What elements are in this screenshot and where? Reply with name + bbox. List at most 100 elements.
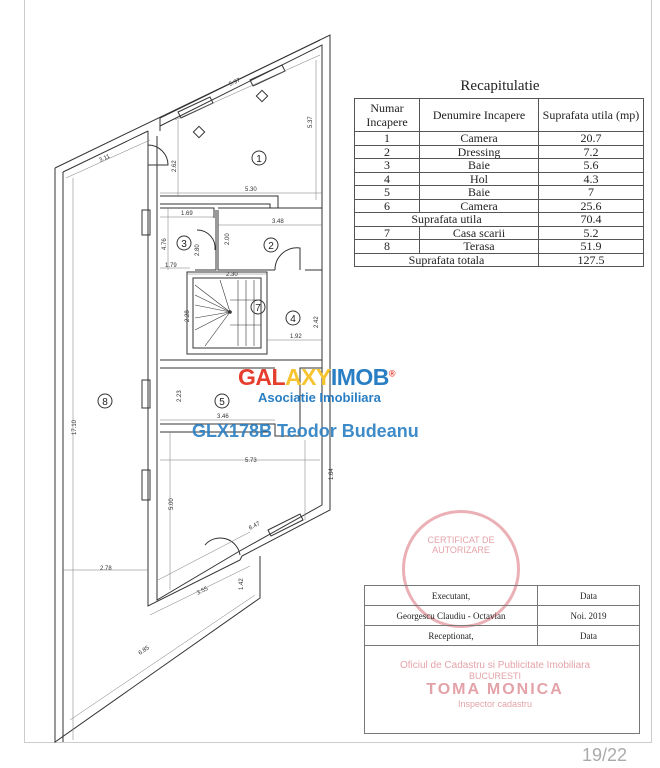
cell-name: Baie — [419, 158, 539, 173]
dimension-label: 2.00 — [225, 233, 231, 245]
office-stamp-line: BUCURESTI — [468, 671, 521, 681]
dimension-label: 2.62 — [172, 160, 178, 172]
cell-name: Terasa — [419, 239, 539, 254]
recap-table: Numar Incapere Denumire Incapere Suprafa… — [354, 98, 644, 267]
cell-nr: 6 — [354, 198, 420, 213]
receptionat-label: Receptionat, — [364, 625, 538, 646]
wall-room1-bottom — [160, 195, 279, 209]
window-room1-north-2 — [249, 64, 286, 87]
dimension-label: 3.11 — [98, 154, 111, 164]
reception-signature-area — [364, 645, 640, 734]
dimension-label: 17.10 — [72, 419, 78, 435]
door-terrace-1 — [147, 144, 169, 166]
page-counter: 19/22 — [582, 745, 628, 765]
room-number: 4 — [290, 314, 296, 325]
cell-area: 7 — [538, 185, 644, 200]
cell-area: 25.6 — [538, 198, 644, 213]
recap-title: Recapitulatie — [460, 78, 540, 94]
room-number: 3 — [181, 239, 187, 250]
cell-name: Dressing — [419, 144, 539, 159]
dimension-label: 1.92 — [290, 334, 302, 340]
staircase-inner — [192, 277, 262, 349]
cell-name: Camera — [419, 198, 539, 213]
dimension-label: 5.30 — [245, 187, 257, 193]
building-outer-wall — [147, 34, 331, 607]
total-value: 127.5 — [538, 252, 644, 267]
dimension-label: 2.78 — [100, 566, 112, 572]
cell-nr: 7 — [354, 225, 420, 240]
cell-nr: 4 — [354, 171, 420, 186]
dimension-label: 1.69 — [181, 211, 193, 217]
dimension-label: 2.28 — [185, 310, 191, 322]
dimension-label: 6.47 — [248, 521, 262, 532]
header-name: Denumire Incapere — [419, 98, 539, 132]
cell-area: 5.6 — [538, 158, 644, 173]
cell-name: Hol — [419, 171, 539, 186]
window-camera6-south — [267, 513, 304, 537]
wall-room3-top — [160, 207, 215, 218]
header-area: Suprafata utila (mp) — [538, 98, 644, 132]
cell-nr: 8 — [354, 239, 420, 254]
terrace-top-inner-wall — [62, 130, 149, 173]
dimension-label: 5.00 — [169, 498, 175, 510]
terrace-outer-wall — [54, 168, 261, 743]
cell-area: 20.7 — [538, 131, 644, 146]
dimension-label: 4.76 — [162, 238, 168, 250]
dimension-label: 1.64 — [329, 468, 335, 480]
dimension-label: 5.73 — [245, 458, 257, 464]
stairs-steps — [194, 279, 261, 347]
room-number: 5 — [219, 397, 225, 408]
skylight — [255, 89, 269, 103]
room-number: 7 — [255, 303, 261, 314]
room-number: 8 — [102, 397, 108, 408]
logo-subtitle: Asociatie Imobiliara — [258, 390, 381, 405]
executant-date: Noi. 2019 — [537, 605, 640, 626]
dimension-label: 6.85 — [138, 645, 152, 657]
window-bath — [141, 379, 151, 409]
dimension-label: 1.79 — [165, 263, 177, 269]
dimension-label: 3.46 — [217, 414, 229, 420]
cell-name: Casa scarii — [419, 225, 539, 240]
cell-area: 5.2 — [538, 225, 644, 240]
window-camera6 — [141, 469, 151, 501]
building-inner-wall — [156, 44, 323, 601]
office-stamp-name: TOMA MONICA — [426, 681, 564, 698]
room-number: 2 — [268, 241, 274, 252]
galaxyimob-logo: GALAXYIMOB® — [238, 364, 396, 390]
date-label: Data — [537, 585, 640, 606]
office-stamp-line: Oficiul de Cadastru si Publicitate Imobi… — [399, 660, 591, 671]
wall-room3-right — [195, 210, 217, 271]
dimension-lines — [63, 54, 322, 740]
dimension-label: 1.42 — [239, 578, 245, 590]
dimension-label: 2.30 — [226, 272, 238, 278]
room-number: 1 — [256, 154, 262, 165]
cell-nr: 1 — [354, 131, 420, 146]
dimension-label: 2.42 — [314, 316, 320, 328]
header-number: Numar Incapere — [354, 98, 420, 132]
dimension-label: 5.37 — [308, 116, 314, 128]
door-hol — [274, 247, 301, 271]
cell-area: 4.3 — [538, 171, 644, 186]
subtotal-value: 70.4 — [538, 212, 644, 227]
stamp-text: CERTIFICAT DE AUTORIZARE — [427, 535, 495, 555]
office-stamp-line: Inspector cadastru — [457, 699, 533, 709]
staircase — [186, 271, 268, 355]
window-room3 — [141, 209, 151, 236]
signature-table: Executant,Data Georgescu Claudiu - Octav… — [364, 585, 640, 734]
receptionat-date-label: Data — [537, 625, 640, 646]
subtotal-label: Suprafata utila — [354, 212, 539, 227]
wall-bath-bottom — [160, 367, 322, 437]
executant-label: Executant, — [364, 585, 538, 606]
dimension-label: 2.80 — [195, 244, 201, 256]
document-page — [24, 0, 652, 743]
cell-name: Camera — [419, 131, 539, 146]
wall-room2-bottom — [217, 210, 275, 271]
listing-watermark: GLX178B Teodor Budeanu — [192, 421, 419, 441]
